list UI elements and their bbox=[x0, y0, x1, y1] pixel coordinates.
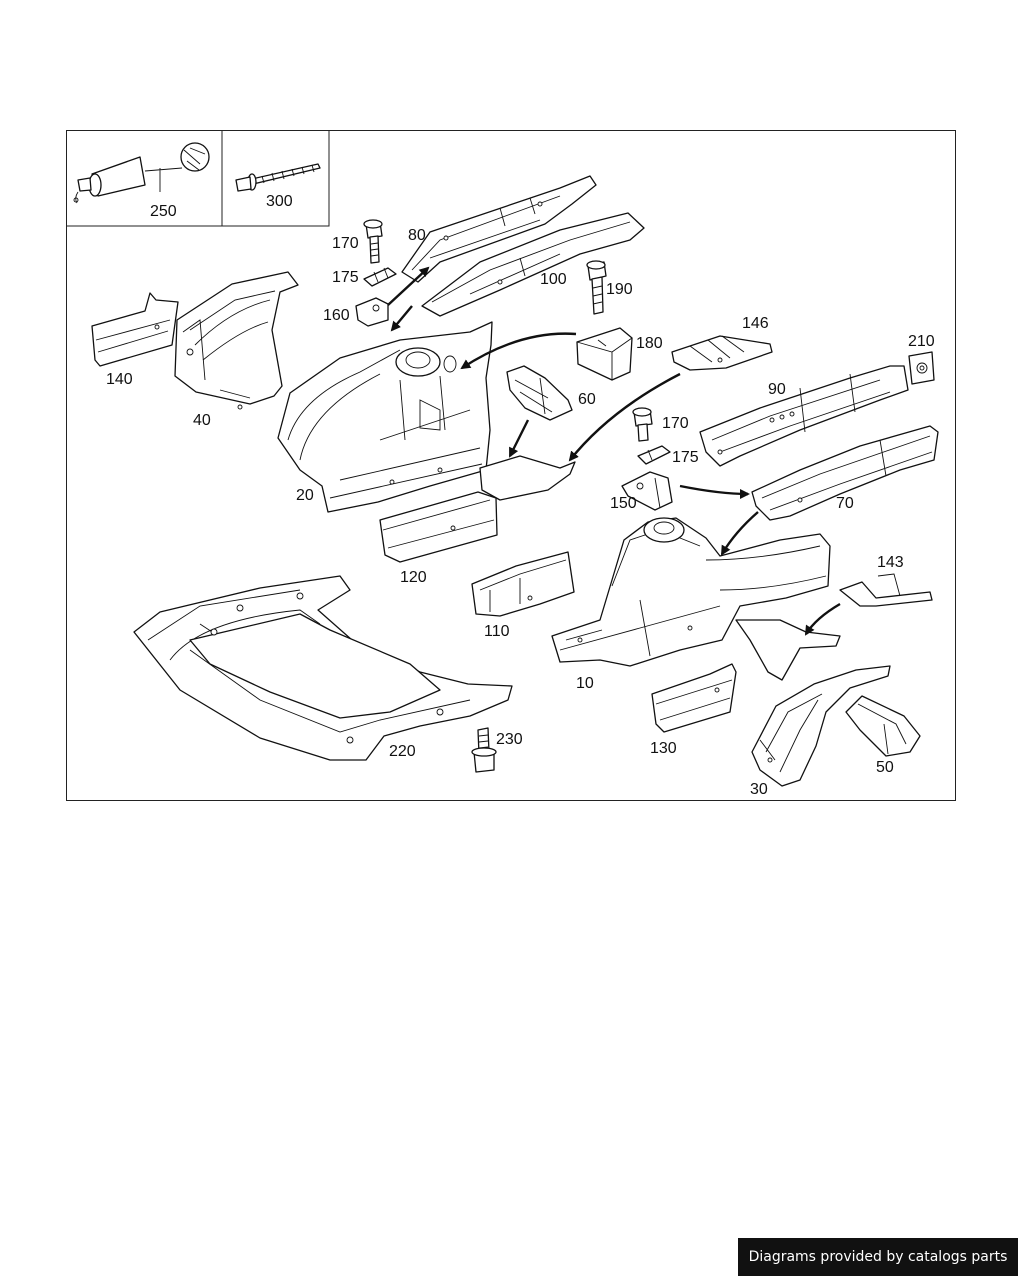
callout-175b: 175 bbox=[672, 449, 699, 466]
callout-160: 160 bbox=[323, 307, 350, 324]
inset-boxes bbox=[66, 130, 330, 227]
part-90-rail bbox=[699, 365, 909, 467]
callout-60: 60 bbox=[578, 391, 596, 408]
part-180-block bbox=[576, 327, 633, 381]
part-20-front-structure bbox=[277, 321, 576, 513]
part-230-bolt bbox=[471, 727, 497, 773]
part-220-subframe bbox=[133, 575, 513, 761]
callout-50: 50 bbox=[876, 759, 894, 776]
callout-70: 70 bbox=[836, 495, 854, 512]
callout-100: 100 bbox=[540, 271, 567, 288]
part-143-bracket bbox=[839, 573, 933, 607]
callout-150: 150 bbox=[610, 495, 637, 512]
callout-130: 130 bbox=[650, 740, 677, 757]
bolt-300-icon bbox=[235, 163, 321, 192]
part-110-box bbox=[471, 551, 575, 617]
callout-labels: 250 300 170 80 175 160 100 190 146 210 1… bbox=[106, 193, 935, 798]
part-100-rail bbox=[421, 212, 645, 317]
part-50-scoop bbox=[845, 695, 921, 757]
assembly-arrows bbox=[387, 266, 841, 636]
callout-80: 80 bbox=[408, 227, 426, 244]
part-140-panel bbox=[91, 292, 179, 367]
callout-180: 180 bbox=[636, 335, 663, 352]
callout-175a: 175 bbox=[332, 269, 359, 286]
callout-220: 220 bbox=[389, 743, 416, 760]
part-175-clip-right bbox=[637, 445, 671, 465]
part-210-grommet bbox=[908, 351, 935, 385]
part-70-rail bbox=[751, 425, 939, 521]
parts-diagram-frame bbox=[66, 130, 956, 801]
part-120-panel bbox=[379, 491, 498, 563]
part-170-bolt bbox=[363, 219, 383, 264]
footer-credit-badge: Diagrams provided by catalogs parts bbox=[738, 1238, 1018, 1276]
callout-90: 90 bbox=[768, 381, 786, 398]
callout-170b: 170 bbox=[662, 415, 689, 432]
callout-40: 40 bbox=[193, 412, 211, 429]
callout-20: 20 bbox=[296, 487, 314, 504]
callout-300: 300 bbox=[266, 193, 293, 210]
callout-30: 30 bbox=[750, 781, 768, 798]
sealant-tube-icon bbox=[73, 142, 210, 204]
part-30-wheel-arch bbox=[751, 665, 891, 787]
callout-10: 10 bbox=[576, 675, 594, 692]
callout-210: 210 bbox=[908, 333, 935, 350]
callout-140: 140 bbox=[106, 371, 133, 388]
callout-110: 110 bbox=[484, 623, 510, 640]
callout-190: 190 bbox=[606, 281, 633, 298]
part-130-panel bbox=[651, 663, 737, 733]
part-170-bolt-right bbox=[632, 407, 653, 442]
callout-170a: 170 bbox=[332, 235, 359, 252]
part-40-wheel-housing bbox=[174, 271, 299, 410]
callout-146: 146 bbox=[742, 315, 769, 332]
part-150-bracket bbox=[621, 471, 673, 511]
callout-250: 250 bbox=[150, 203, 177, 220]
part-146-bracket bbox=[671, 335, 773, 371]
callout-120: 120 bbox=[400, 569, 427, 586]
part-190-bolt bbox=[586, 260, 607, 315]
part-160-bracket bbox=[355, 297, 389, 327]
callout-143: 143 bbox=[877, 554, 904, 571]
part-175-clip bbox=[363, 267, 397, 287]
callout-230: 230 bbox=[496, 731, 523, 748]
part-10-front-structure bbox=[551, 517, 841, 681]
part-60-bracket bbox=[506, 365, 573, 421]
